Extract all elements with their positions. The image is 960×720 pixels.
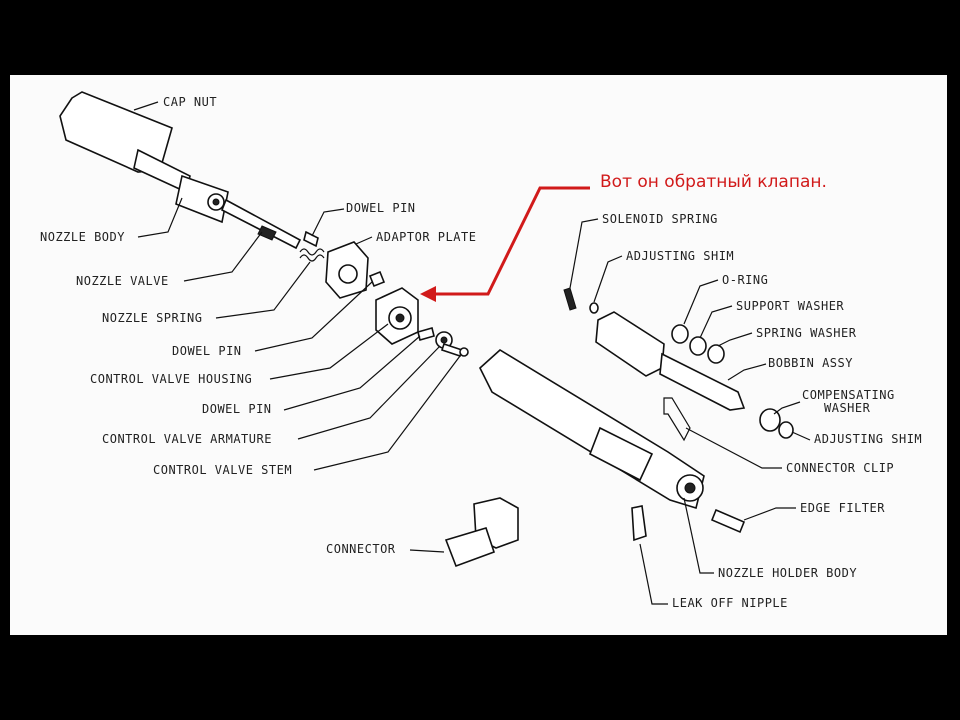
o-ring-part: [671, 324, 689, 344]
label-connector: CONNECTOR: [326, 542, 396, 556]
dowel-pin-2-part: [368, 270, 386, 288]
label-control-valve-stem: CONTROL VALVE STEM: [153, 463, 292, 477]
edge-filter-part: [710, 508, 746, 534]
label-nozzle-body: NOZZLE BODY: [40, 230, 125, 244]
label-adjusting-shim-2: ADJUSTING SHIM: [814, 432, 922, 446]
label-compensating-washer-line1: COMPENSATING: [802, 388, 895, 402]
label-adaptor-plate: ADAPTOR PLATE: [376, 230, 476, 244]
leader-lines: [133, 101, 811, 605]
adjusting-shim-2-part: [778, 421, 794, 439]
label-leak-off-nipple: LEAK OFF NIPPLE: [672, 596, 788, 610]
dowel-pin-1-part: [303, 230, 319, 248]
label-control-valve-armature: CONTROL VALVE ARMATURE: [102, 432, 272, 446]
annotation-text: Вот он обратный клапан.: [600, 172, 827, 192]
adaptor-plate-part: [325, 241, 369, 299]
label-compensating-washer-line2: WASHER: [824, 401, 871, 415]
dowel-pin-3-part: [417, 327, 435, 341]
nozzle-holder-body-part: [479, 349, 705, 510]
nozzle-spring-part: [299, 248, 325, 262]
label-spring-washer: SPRING WASHER: [756, 326, 857, 340]
label-cap-nut: CAP NUT: [163, 95, 217, 109]
label-connector-clip: CONNECTOR CLIP: [786, 461, 894, 475]
cap-nut-part: [59, 91, 191, 194]
control-valve-housing-part: [375, 287, 419, 345]
compensating-washer-part: [759, 408, 781, 432]
label-control-valve-housing: CONTROL VALVE HOUSING: [90, 372, 252, 386]
leak-off-nipple-part: [631, 505, 647, 542]
label-adjusting-shim-1: ADJUSTING SHIM: [626, 249, 734, 263]
support-washer-part: [689, 336, 707, 356]
connector-clip-part: [663, 397, 691, 442]
label-support-washer: SUPPORT WASHER: [736, 299, 844, 313]
annotation-arrow: [420, 186, 590, 302]
bobbin-assy-part: [595, 311, 746, 411]
label-nozzle-holder-body: NOZZLE HOLDER BODY: [718, 566, 857, 580]
nozzle-body-part: [175, 174, 229, 224]
solenoid-spring-part: [563, 287, 577, 311]
label-edge-filter: EDGE FILTER: [800, 501, 885, 515]
label-nozzle-valve: NOZZLE VALVE: [76, 274, 169, 288]
connector-part: [444, 497, 519, 568]
label-dowel-pin-3: DOWEL PIN: [202, 402, 272, 416]
spring-washer-part: [707, 344, 725, 364]
nozzle-valve-part: [220, 198, 302, 250]
label-solenoid-spring: SOLENOID SPRING: [602, 212, 718, 226]
label-dowel-pin-1: DOWEL PIN: [346, 201, 416, 215]
label-dowel-pin-2: DOWEL PIN: [172, 344, 242, 358]
label-o-ring: O-RING: [722, 273, 768, 287]
label-bobbin-assy: BOBBIN ASSY: [768, 356, 853, 370]
control-valve-stem-part: [440, 342, 469, 358]
label-nozzle-spring: NOZZLE SPRING: [102, 311, 202, 325]
adjusting-shim-1-part: [589, 302, 599, 314]
